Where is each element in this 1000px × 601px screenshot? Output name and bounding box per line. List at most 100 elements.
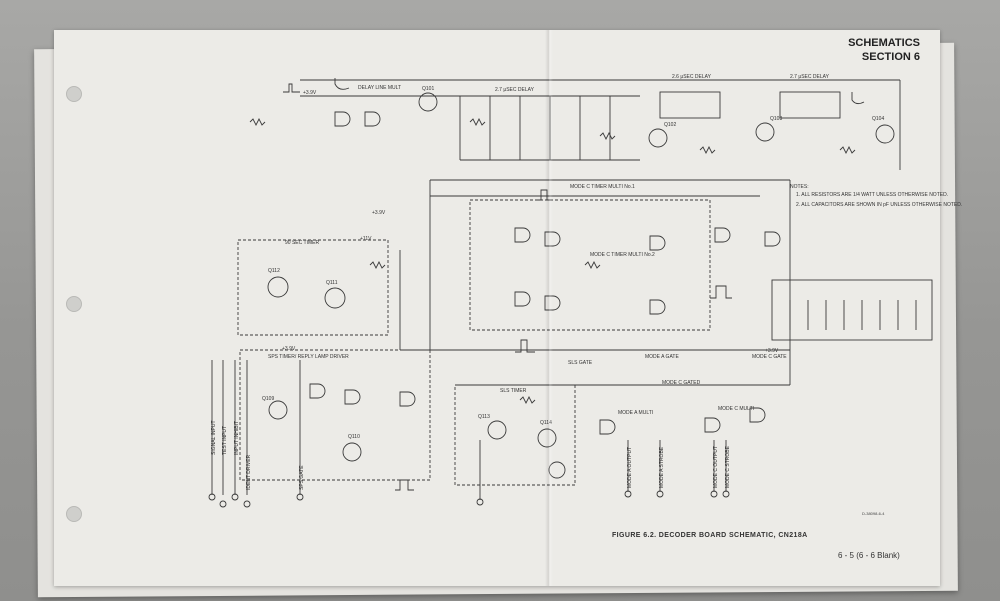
block-label-mode-c-gate: MODE C GATE	[752, 354, 787, 360]
page-fold	[545, 30, 553, 586]
gate-6	[714, 227, 731, 243]
block-label-delay-top-right: 2.6 μSEC DELAY	[672, 74, 712, 80]
gate-7	[764, 231, 781, 247]
resistor-r108	[519, 395, 536, 405]
terminal-10	[476, 498, 484, 506]
terminal-1	[208, 493, 216, 501]
punch-hole-bottom	[66, 506, 82, 522]
array-elements	[789, 300, 917, 330]
schematic-sheet	[54, 30, 940, 586]
resistor-r105	[839, 145, 856, 155]
drawing-number: D-38098-6-4	[862, 511, 885, 516]
page-number: 6 - 5 (6 - 6 Blank)	[838, 551, 900, 560]
q110-symbol	[342, 442, 362, 462]
block-label-sps-timer: SPS TIMER/ REPLY LAMP DRIVER	[268, 354, 349, 360]
delay-ladder	[459, 96, 640, 161]
terminal-7	[656, 490, 664, 498]
left-terminal-label-1: SIGNAL INPUT	[211, 420, 217, 455]
q109-symbol	[268, 400, 288, 420]
header-line-1: SCHEMATICS	[848, 37, 920, 49]
gate-14	[599, 419, 616, 435]
left-leads	[211, 360, 301, 495]
gate-3	[514, 227, 531, 243]
block-label-mode-c-multi: MODE C MULTI	[718, 406, 754, 412]
supply-label-3-9v-top: +3.9V	[303, 90, 317, 96]
pulse-waveform-5	[395, 479, 414, 491]
transistor-label-q109: Q109	[262, 396, 274, 402]
transistor-label-q111: Q111	[326, 280, 338, 286]
terminal-9	[722, 490, 730, 498]
block-label-mode-c-timer-2: MODE C TIMER MULTI No.2	[590, 252, 655, 258]
supply-label-3-9v-right: +3.9V	[765, 348, 779, 354]
bottom-terminal-label-2: MODE A STROBE	[659, 446, 665, 488]
terminal-3	[231, 493, 239, 501]
block-label-mode-c-timer-1: MODE C TIMER MULTI No.1	[570, 184, 635, 190]
note-2: 2. ALL CAPACITORS ARE SHOWN IN pF UNLESS…	[796, 202, 962, 208]
transistor-label-q113: Q113	[478, 414, 490, 420]
bottom-terminal-label-4: MODE C STROBE	[725, 445, 731, 488]
q114-symbol	[537, 428, 557, 448]
note-1: 1. ALL RESISTORS ARE 1/4 WATT UNLESS OTH…	[796, 192, 948, 198]
pulse-waveform-1	[283, 83, 300, 93]
terminal-5	[296, 493, 304, 501]
transistor-label-q103: Q103	[770, 116, 782, 122]
resistor-r101	[249, 117, 266, 127]
terminal-6	[624, 490, 632, 498]
q103-symbol	[755, 122, 775, 142]
q113-symbol	[487, 420, 507, 440]
q102-symbol	[648, 128, 668, 148]
resistor-r106	[369, 260, 386, 270]
transistor-label-q110: Q110	[348, 434, 360, 440]
block-label-delay-top-left: 2.7 μSEC DELAY	[495, 87, 535, 93]
gate-12	[344, 389, 361, 405]
delay-cell-2	[779, 91, 841, 119]
q115-symbol	[548, 461, 566, 479]
block-label-delay-line-mult: DELAY LINE MULT	[358, 85, 401, 91]
punch-hole-top	[66, 86, 82, 102]
delay-cell-1	[659, 91, 721, 119]
gate-10	[649, 299, 666, 315]
q111-symbol	[324, 287, 346, 309]
block-label-sls-timer: SLS TIMER	[500, 388, 527, 394]
supply-label-3-9v-sps: +3.9V	[282, 346, 296, 352]
block-90sec-timer	[237, 239, 389, 336]
left-terminal-label-4: IDENT DRIVER	[246, 454, 252, 490]
pulse-waveform-3	[515, 339, 535, 353]
figure-caption: FIGURE 6.2. DECODER BOARD SCHEMATIC, CN2…	[612, 532, 808, 539]
resistor-r107	[584, 260, 601, 270]
bottom-terminal-label-1: MODE A OUTPUT	[627, 447, 633, 488]
pulse-waveform-7	[851, 92, 865, 105]
notes-title: NOTES:	[790, 184, 809, 190]
gate-8	[514, 291, 531, 307]
block-label-delay-top-far-right: 2.7 μSEC DELAY	[790, 74, 830, 80]
left-terminal-label-5: SPS GATE	[299, 465, 305, 490]
left-terminal-label-3: INPUT INHIBIT	[234, 421, 240, 455]
gate-11	[309, 383, 326, 399]
gate-4	[544, 231, 561, 247]
resistor-r104	[699, 145, 716, 155]
left-terminal-label-2: TEST INPUT	[222, 426, 228, 455]
bottom-leads	[479, 440, 727, 500]
gate-9	[544, 295, 561, 311]
pulse-waveform-2	[334, 78, 350, 90]
block-resistor-array	[771, 279, 933, 341]
gate-15	[704, 417, 721, 433]
block-label-mode-a-gate: MODE A GATE	[645, 354, 679, 360]
terminal-2	[219, 500, 227, 508]
transistor-label-q102: Q102	[664, 122, 676, 128]
gate-16	[749, 407, 766, 423]
block-label-mode-c-gated: MODE C GATED	[662, 380, 701, 386]
header-line-2: SECTION 6	[861, 51, 920, 63]
transistor-label-q104: Q104	[872, 116, 884, 122]
supply-label-11v: +11V	[360, 236, 372, 242]
gate-2	[364, 111, 381, 127]
gate-13	[399, 391, 416, 407]
transistor-label-q114: Q114	[540, 420, 552, 426]
block-label-sls-gate: SLS GATE	[568, 360, 593, 366]
q101-symbol	[418, 92, 438, 112]
terminal-4	[243, 500, 251, 508]
block-sls-timer	[454, 384, 576, 486]
pulse-waveform-6	[535, 189, 553, 201]
q104-symbol	[875, 124, 895, 144]
